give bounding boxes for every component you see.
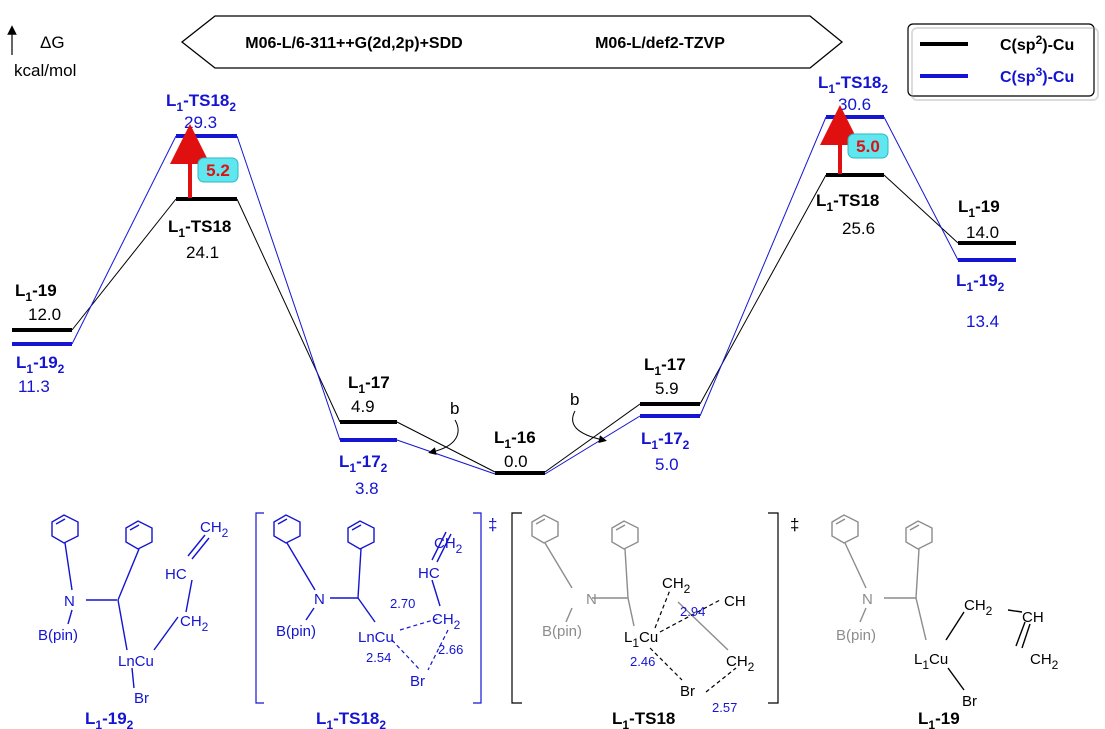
legend-sp3-label: C(sp3)-Cu — [1000, 65, 1074, 86]
s1-atom-n: N — [64, 593, 75, 610]
s1-caption: L1-192 — [85, 709, 134, 729]
label-right-ts18: L1-TS18 — [816, 191, 879, 214]
connectors-blue — [71, 116, 959, 475]
b-label-left: b — [450, 399, 459, 418]
s2-atom-br: Br — [410, 673, 425, 690]
s2-atom-bpin: B(pin) — [276, 623, 316, 640]
phenyl-icon — [831, 514, 933, 550]
label-left-19-2: L1-192 — [16, 353, 65, 376]
value-left-19-2: 11.3 — [18, 377, 50, 396]
b-label-right: b — [570, 390, 579, 409]
label-right-17: L1-17 — [644, 355, 686, 378]
value-left-ts18-2: 29.3 — [184, 113, 217, 132]
s4-caption: L1-19 — [918, 709, 960, 729]
s2-dagger: ‡ — [488, 515, 497, 534]
phenyl-icon — [273, 514, 375, 550]
value-left-19: 12.0 — [28, 305, 61, 324]
s4-atom-ch2a: CH2 — [964, 597, 993, 618]
s2-atom-lncu: LnCu — [358, 629, 394, 646]
s3-atom-bpin: B(pin) — [542, 623, 582, 640]
s2-atom-ch2b: CH2 — [432, 611, 461, 632]
right-diff-value: 5.0 — [856, 137, 880, 156]
structure-l1-19-2: N B(pin) LnCu Br HC CH2 CH2 L1-192 — [38, 514, 229, 729]
s2-atom-ch2a: CH2 — [434, 535, 463, 556]
left-profile-labels: L1-19 12.0 L1-192 11.3 L1-TS182 29.3 L1-… — [15, 91, 390, 498]
s4-atom-br: Br — [962, 693, 977, 710]
structure-l1-ts18: ‡ N B(pin) L1Cu Br CH2 CH CH2 2.94 2 — [511, 512, 799, 729]
s1-atom-hc: HC — [165, 566, 187, 583]
axis-label: ΔG kcal/mol — [7, 25, 76, 80]
value-right-17: 5.9 — [655, 379, 679, 398]
label-right-17-2: L1-172 — [641, 429, 690, 452]
s3-distance-1: 2.94 — [680, 604, 705, 619]
method-left-label: M06-L/6-311++G(2d,2p)+SDD — [245, 35, 462, 52]
s3-atom-cu: L1Cu — [624, 629, 658, 650]
s4-atom-cu: L1Cu — [914, 651, 948, 672]
label-left-17: L1-17 — [348, 373, 390, 396]
value-right-19-2: 13.4 — [966, 312, 999, 331]
s4-atom-ch: CH — [1022, 609, 1044, 626]
value-right-19: 14.0 — [966, 223, 999, 242]
s3-atom-ch2a: CH2 — [662, 575, 691, 596]
label-left-17-2: L1-172 — [339, 452, 388, 475]
s3-atom-n: N — [586, 591, 597, 608]
s2-distance-1: 2.70 — [390, 596, 415, 611]
energy-levels — [12, 115, 1016, 475]
value-16: 0.0 — [504, 452, 528, 471]
s2-distance-2: 2.54 — [366, 650, 391, 665]
value-right-17-2: 5.0 — [655, 455, 679, 474]
s1-atom-ch2b: CH2 — [180, 613, 209, 634]
s3-atom-br: Br — [680, 683, 695, 700]
delta-g-label: ΔG — [40, 33, 65, 52]
value-left-17: 4.9 — [351, 397, 375, 416]
s4-atom-n: N — [862, 591, 873, 608]
s3-atom-ch2b: CH2 — [726, 653, 755, 674]
s2-atom-hc: HC — [418, 565, 440, 582]
structure-l1-19: N B(pin) L1Cu Br CH2 CH CH2 L1-19 — [831, 514, 1059, 729]
center-labels: L1-16 0.0 — [494, 428, 536, 471]
s1-atom-bpin: B(pin) — [38, 627, 78, 644]
s2-distance-3: 2.66 — [438, 642, 463, 657]
s4-atom-ch2b: CH2 — [1030, 651, 1059, 672]
label-right-19: L1-19 — [958, 197, 1000, 220]
legend-sp2-label: C(sp2)-Cu — [1000, 33, 1074, 54]
unit-label: kcal/mol — [14, 61, 76, 80]
s3-distance-3: 2.57 — [712, 700, 737, 715]
phenyl-icon — [531, 514, 639, 550]
s1-atom-ch2a: CH2 — [200, 519, 229, 540]
left-energy-difference: 5.2 — [170, 124, 239, 198]
value-left-ts18: 24.1 — [186, 243, 219, 262]
right-energy-difference: 5.0 — [820, 105, 889, 174]
s1-atom-br: Br — [134, 690, 149, 707]
label-16: L1-16 — [494, 428, 536, 451]
s2-atom-n: N — [314, 591, 325, 608]
label-left-19: L1-19 — [15, 281, 57, 304]
s1-atom-lncu: LnCu — [118, 653, 154, 670]
legend: C(sp2)-Cu C(sp3)-Cu — [907, 23, 1099, 101]
label-left-ts18-2: L1-TS182 — [166, 91, 236, 114]
b-arrows: b b — [428, 390, 607, 455]
label-right-19-2: L1-192 — [956, 271, 1005, 294]
s4-atom-bpin: B(pin) — [836, 627, 876, 644]
s3-caption: L1-TS18 — [612, 709, 675, 729]
s3-atom-ch: CH — [724, 593, 746, 610]
right-profile-labels: L1-17 5.9 L1-172 5.0 L1-TS182 30.6 L1-TS… — [641, 73, 1005, 474]
s2-caption: L1-TS182 — [316, 709, 386, 729]
label-right-ts18-2: L1-TS182 — [818, 73, 888, 96]
structure-l1-ts18-2: ‡ N B(pin) LnCu Br HC CH2 CH2 2.7 — [255, 512, 497, 729]
value-left-17-2: 3.8 — [355, 479, 379, 498]
value-right-ts18-2: 30.6 — [838, 95, 871, 114]
method-left-arrow: M06-L/6-311++G(2d,2p)+SDD — [180, 15, 530, 69]
phenyl-icon — [51, 514, 153, 550]
method-right-label: M06-L/def2-TZVP — [595, 35, 725, 52]
method-right-arrow: M06-L/def2-TZVP — [530, 15, 844, 69]
s3-dagger: ‡ — [790, 515, 799, 534]
value-right-ts18: 25.6 — [842, 219, 875, 238]
label-left-ts18: L1-TS18 — [168, 217, 231, 240]
s3-distance-2: 2.46 — [630, 654, 655, 669]
left-diff-value: 5.2 — [206, 161, 230, 180]
